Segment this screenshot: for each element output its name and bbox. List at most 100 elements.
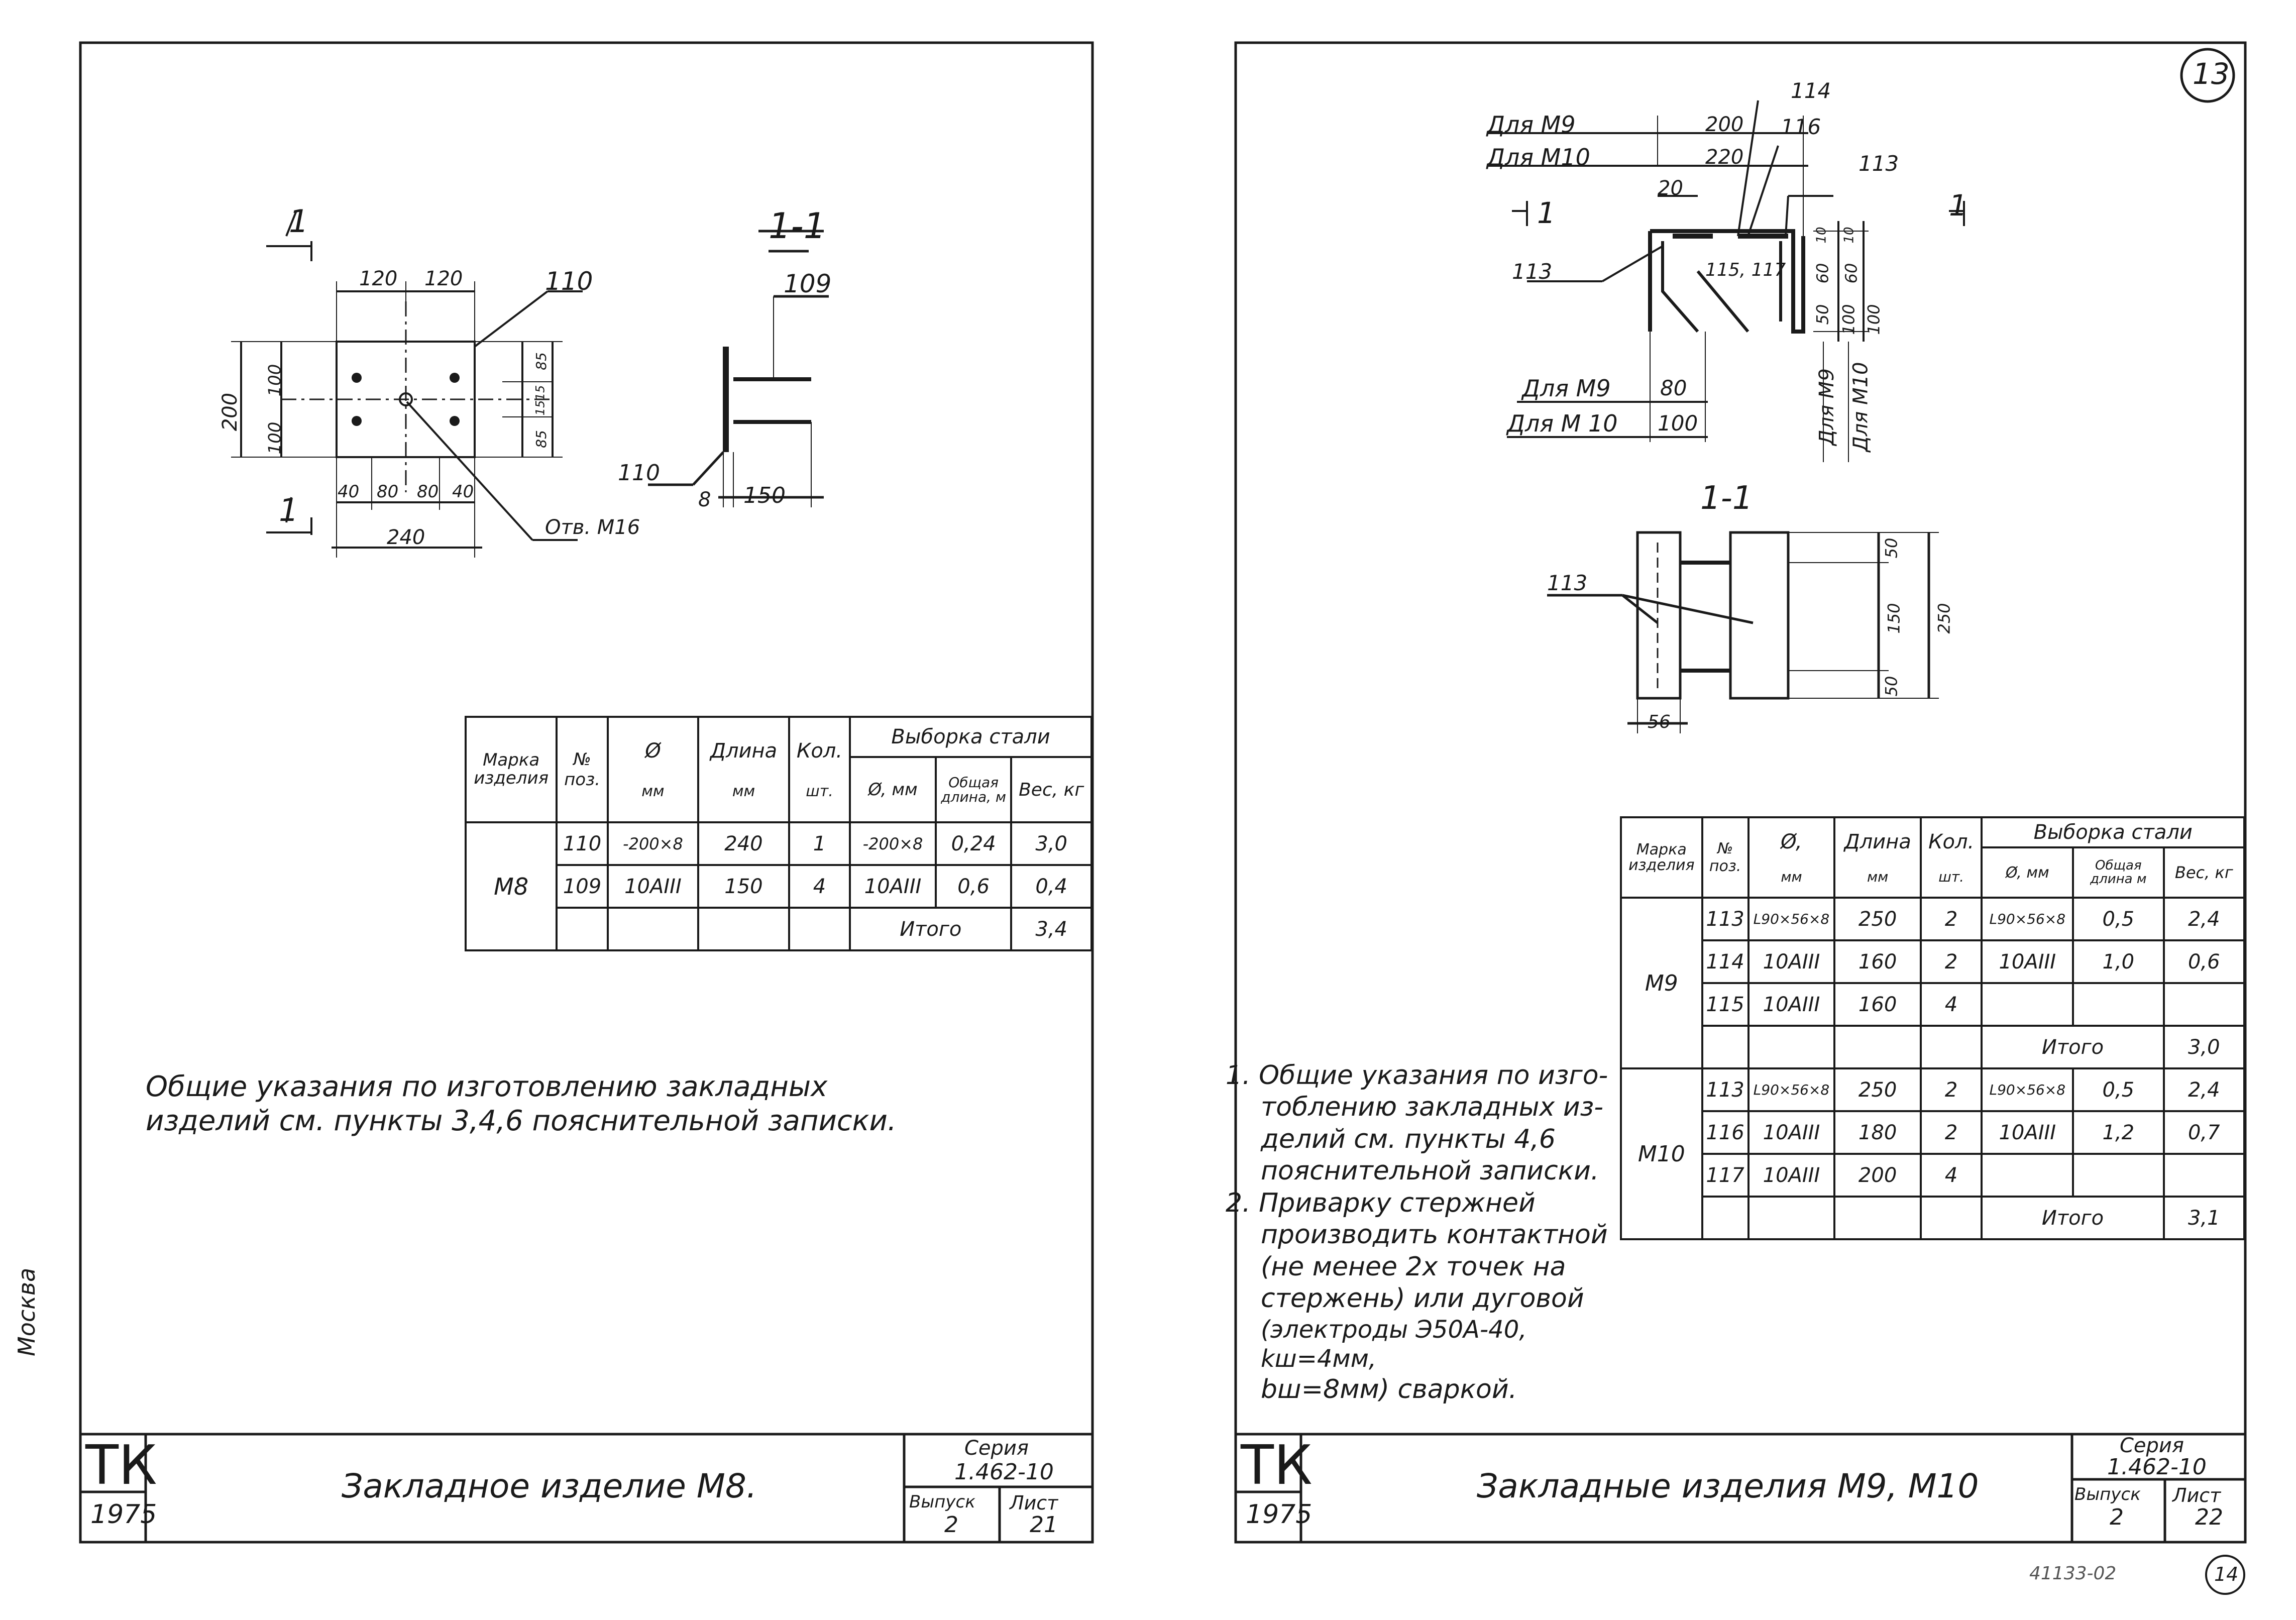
table-cell — [1701, 1025, 1750, 1069]
table-cell — [1919, 1196, 1983, 1240]
left-stamp-series: 1.462-10 — [954, 1459, 1054, 1485]
plate-callout-110-side: 110 — [618, 460, 660, 486]
right-stamp-series: 1.462-10 — [2107, 1454, 2207, 1480]
table-cell: 4 — [788, 864, 851, 909]
sec-dim-150: 150 — [1884, 603, 1904, 634]
label-vert-m9: Для М9 — [1815, 368, 1838, 446]
table-cell: 110 — [556, 821, 609, 866]
th-mark: Марка изделия — [1620, 816, 1703, 899]
th-qty-label: Кол. — [1928, 830, 1975, 853]
right-sheet-frame — [1234, 41, 2247, 1544]
table-cell: -200×8 — [606, 821, 700, 866]
plate-m8-drawing — [231, 210, 583, 558]
table-cell — [606, 907, 700, 951]
page-circle-number: 13 — [2193, 57, 2230, 91]
th-pos: № поз. — [1701, 816, 1750, 899]
right-stamp-tk: ТК — [1241, 1434, 1313, 1497]
mark-m9: М9 — [1620, 897, 1703, 1069]
table-cell: 2,4 — [2162, 897, 2246, 941]
right-stamp-issue: 2 — [2110, 1504, 2124, 1530]
margin-city: Москва — [13, 1267, 40, 1356]
left-stamp-title: Закладное изделие М8. — [342, 1467, 757, 1505]
label-vert-m10: Для М10 — [1849, 362, 1873, 452]
dim-v-100a: 100 — [1839, 304, 1858, 335]
table-cell: L90×56×8 — [1981, 1067, 2074, 1112]
th-length-label: Длина — [710, 739, 778, 763]
dim-40-a: 40 — [338, 482, 360, 502]
table-cell: L90×56×8 — [1747, 897, 1836, 941]
th-dia-unit: мм — [1781, 868, 1802, 885]
th-steel-dia: Ø, мм — [849, 756, 937, 823]
table-cell: 10АIII — [849, 864, 937, 909]
right-section-label: 1-1 — [1700, 480, 1753, 517]
table-cell: 10АIII — [606, 864, 700, 909]
left-stamp-issue: 2 — [944, 1512, 958, 1538]
dim-bottom-80: 80 — [1660, 376, 1687, 400]
table-cell: 109 — [556, 864, 609, 909]
note-line: (электроды Э50А-40, kш=4мм, — [1261, 1315, 1527, 1373]
right-stamp-issue-label: Выпуск — [2074, 1484, 2141, 1504]
th-dia-label: Ø — [645, 739, 661, 763]
total-value-m10: 3,1 — [2162, 1196, 2246, 1240]
table-cell: 2 — [1919, 1067, 1983, 1112]
right-cut-mark-right: 1 — [1949, 188, 1967, 223]
dim-100-top: 100 — [265, 364, 285, 397]
dim-150: 150 — [743, 483, 786, 508]
table-cell: 0,7 — [2162, 1110, 2246, 1155]
table-cell: 2 — [1919, 1110, 1983, 1155]
th-qty: Кол.шт. — [788, 716, 851, 823]
label-bottom-m9: Для М9 — [1522, 375, 1611, 402]
left-sheet-frame — [79, 41, 1094, 1544]
table-cell — [2162, 1153, 2246, 1198]
table-cell: L90×56×8 — [1981, 897, 2074, 941]
dim-top-20: 20 — [1658, 177, 1683, 200]
dim-100-bottom: 100 — [265, 421, 285, 455]
table-cell — [1701, 1196, 1750, 1240]
th-steel: Выборка стали — [849, 716, 1092, 758]
dim-85-b: 85 — [532, 430, 550, 448]
table-cell: -200×8 — [849, 821, 937, 866]
table-cell: 10АIII — [1747, 1153, 1836, 1198]
dim-top-220: 220 — [1705, 146, 1744, 169]
table-cell: L90×56×8 — [1747, 1067, 1836, 1112]
sec-dim-56: 56 — [1648, 712, 1671, 732]
th-length-unit: мм — [732, 782, 755, 800]
table-cell: 0,24 — [934, 821, 1013, 866]
table-cell — [2072, 1153, 2165, 1198]
th-qty-unit: шт. — [806, 782, 833, 800]
note-line: 2. Приварку стержней — [1226, 1187, 1536, 1218]
dim-8: 8 — [698, 488, 711, 511]
table-cell — [2072, 982, 2165, 1027]
table-cell: 4 — [1919, 982, 1983, 1027]
dim-top-200: 200 — [1705, 113, 1744, 136]
total-label: Итого — [849, 907, 1013, 951]
note-line: тоблению закладных из- — [1261, 1092, 1604, 1123]
th-dia: Ø,мм — [1747, 816, 1836, 899]
th-mark: Марка изделия — [464, 716, 558, 823]
left-section-label: 1-1 — [769, 205, 826, 247]
left-cut-mark-top: 1 — [289, 203, 309, 240]
table-cell: 1,0 — [2072, 939, 2165, 984]
table-cell: 10АIII — [1981, 1110, 2074, 1155]
callout-116: 116 — [1781, 115, 1821, 139]
th-steel-total: Общая длина, м — [934, 756, 1013, 823]
callout-113-left: 113 — [1512, 259, 1553, 284]
hole-callout: Отв. М16 — [545, 516, 640, 539]
dim-120-b: 120 — [424, 267, 463, 290]
dim-80-a: 80 — [377, 482, 399, 502]
mark-m8: М8 — [464, 821, 558, 951]
label-for-m9: Для М9 — [1487, 111, 1576, 138]
th-steel-total: Общая длина м — [2072, 846, 2165, 899]
table-cell — [697, 907, 790, 951]
section-callout-113: 113 — [1547, 571, 1588, 595]
table-cell: 2,4 — [2162, 1067, 2246, 1112]
table-cell: 1 — [788, 821, 851, 866]
note-line: делий см. пункты 4,6 — [1261, 1124, 1556, 1154]
section-m8-drawing — [648, 230, 829, 507]
th-steel-weight: Вес, кг — [2162, 846, 2246, 899]
table-cell: 160 — [1833, 939, 1922, 984]
table-cell: 200 — [1833, 1153, 1922, 1198]
